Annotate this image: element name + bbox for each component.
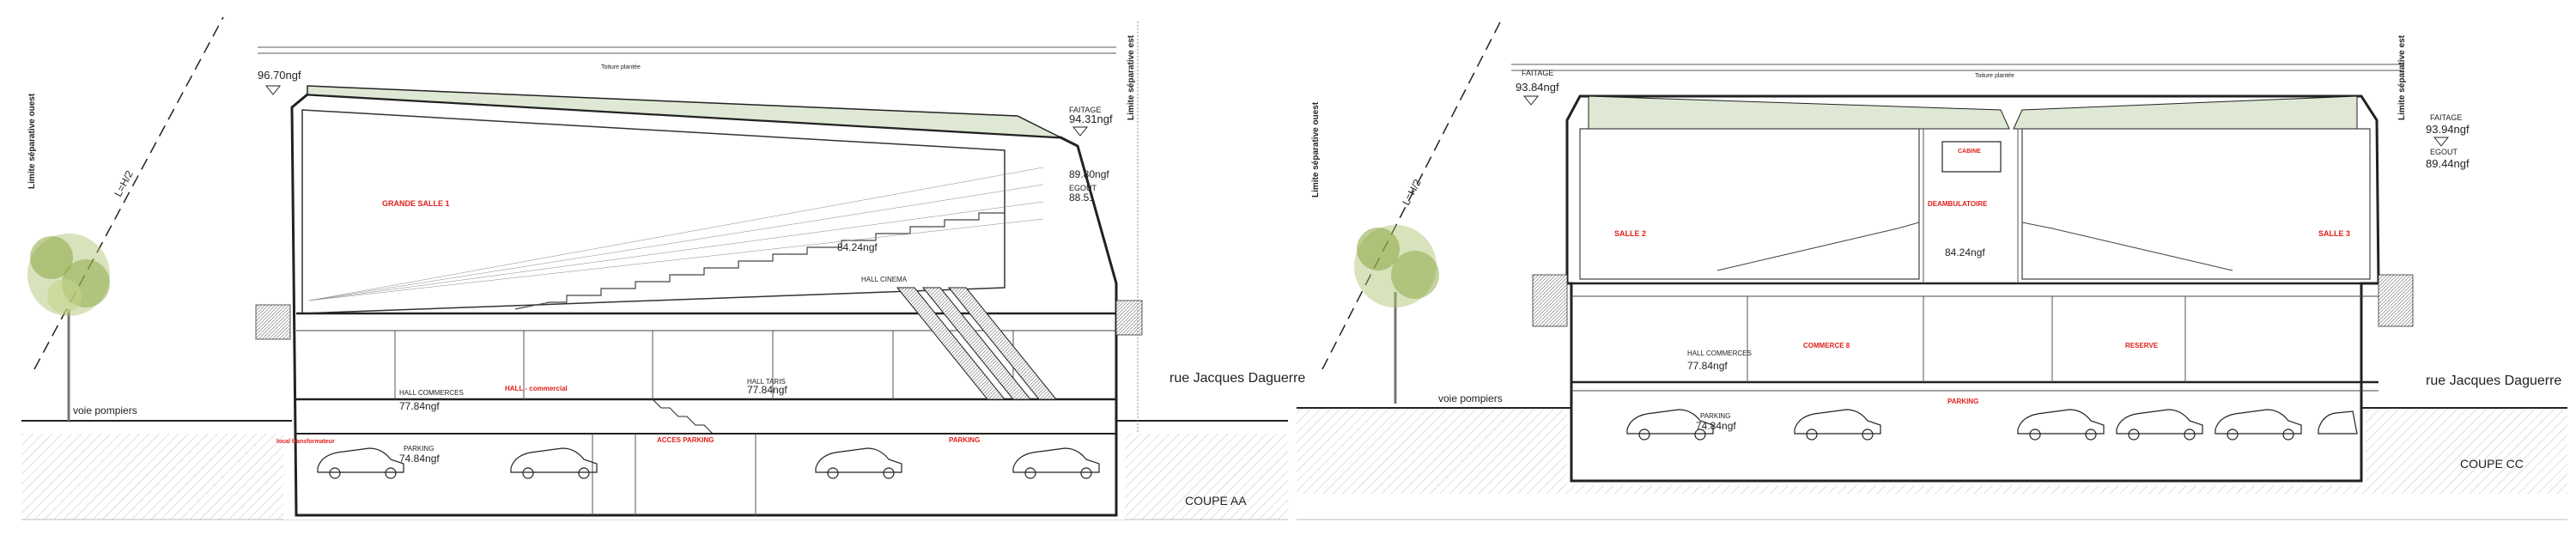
level-cc-parking-label: PARKING — [1700, 412, 1730, 420]
room-grande-salle: GRANDE SALLE 1 — [382, 199, 450, 208]
escalators — [896, 287, 1058, 400]
level-hall-taris-value: 77.84ngf — [747, 384, 787, 396]
parking-cars — [317, 447, 1100, 479]
tree-illustration-cc — [1354, 225, 1439, 404]
level-cc-egout-label: EGOUT — [2430, 148, 2458, 156]
roof-label-aa: Toiture plantée — [601, 64, 641, 70]
room-salle-2: SALLE 2 — [1614, 229, 1646, 238]
green-roof — [307, 85, 1061, 138]
street-label-aa: rue Jacques Daguerre — [1170, 371, 1305, 386]
level-cc-faitage-2-value: 93.94ngf — [2426, 123, 2470, 136]
level-faitage-2-value: 94.31ngf — [1069, 112, 1113, 125]
limit-right-label: Limite séparative est — [1127, 34, 1136, 120]
room-labels: GRANDE SALLE 1 HALL - commercial ACCES P… — [276, 199, 980, 445]
tree-illustration — [27, 234, 110, 421]
auditorium-tiers — [514, 212, 1005, 310]
level-faitage-value: 96.70ngf — [258, 69, 301, 82]
level-faitage-2-label: FAITAGE — [1069, 106, 1101, 114]
gabarit-label: L=H/2 — [112, 168, 136, 198]
room-salle-3: SALLE 3 — [2318, 229, 2350, 238]
limit-left-label-cc: Limite séparative ouest — [1311, 101, 1321, 198]
room-local-transfo: local transformateur — [276, 439, 335, 445]
room-commerce-8: COMMERCE 8 — [1803, 342, 1850, 349]
level-cc-commerces-value: 77.84ngf — [1687, 360, 1728, 372]
room-acces-parking: ACCES PARKING — [657, 436, 714, 444]
level-cc-faitage-value: 93.84ngf — [1516, 81, 1559, 94]
level-markers-cc: FAITAGE 93.84ngf FAITAGE 93.94ngf EGOUT … — [1516, 69, 2470, 432]
room-deambulatoire: DEAMBULATOIRE — [1928, 200, 1988, 208]
hall-cinema-label: HALL CINEMA — [861, 276, 908, 283]
level-cc-hall-value: 84.24ngf — [1945, 246, 1985, 258]
level-3-value: 89.80ngf — [1069, 168, 1109, 180]
level-parking-value: 74.84ngf — [399, 453, 440, 465]
level-hall-commerces-value: 77.84ngf — [399, 400, 440, 412]
level-hall-taris-label: HALL TARIS — [747, 378, 786, 386]
room-hall-commercial: HALL - commercial — [505, 385, 568, 392]
room-parking: PARKING — [949, 436, 980, 444]
limit-right-label-cc: Limite séparative est — [2397, 34, 2407, 120]
section-aa: L=H/2 Limite séparative ouest Limite sép… — [21, 16, 1305, 520]
street-label-cc: rue Jacques Daguerre — [2426, 374, 2561, 388]
level-egout-value: 88.51 — [1069, 191, 1095, 204]
level-hall-commerces-label: HALL COMMERCES — [399, 389, 464, 397]
gabarit-line — [33, 16, 224, 370]
level-egout-label: EGOUT — [1069, 184, 1097, 192]
roof-label-cc: Toiture plantée — [1975, 73, 2014, 79]
room-cabine: CABINE — [1958, 149, 1981, 155]
fire-road-label-aa: voie pompiers — [73, 404, 137, 416]
level-cc-faitage-2-label: FAITAGE — [2430, 113, 2462, 122]
gabarit-label-cc: L=H/2 — [1400, 177, 1424, 207]
room-labels-cc: SALLE 2 SALLE 3 DEAMBULATOIRE COMMERCE 8… — [1614, 200, 2350, 405]
room-parking-cc: PARKING — [1947, 398, 1978, 405]
level-hall-value: 84.24ngf — [837, 241, 878, 253]
level-markers: 96.70ngf FAITAGE 94.31ngf 89.80ngf EGOUT… — [258, 69, 1113, 465]
caption-coupe-aa: COUPE AA — [1185, 494, 1247, 507]
level-cc-commerces-label: HALL COMMERCES — [1687, 349, 1752, 357]
level-cc-parking-value: 74.84ngf — [1696, 420, 1736, 432]
limit-left-label: Limite séparative ouest — [27, 93, 37, 189]
level-cc-egout-value: 89.44ngf — [2426, 157, 2470, 170]
parking-cars-cc — [1626, 409, 2358, 441]
caption-coupe-cc: COUPE CC — [2460, 457, 2524, 471]
section-cc: CABINE L=H/2 Limite séparative ouest Lim… — [1297, 16, 2567, 520]
fire-road-label-cc: voie pompiers — [1438, 392, 1503, 404]
level-parking-label: PARKING — [404, 445, 434, 453]
level-cc-faitage-label: FAITAGE — [1522, 69, 1553, 77]
room-reserve: RESERVE — [2125, 342, 2159, 349]
